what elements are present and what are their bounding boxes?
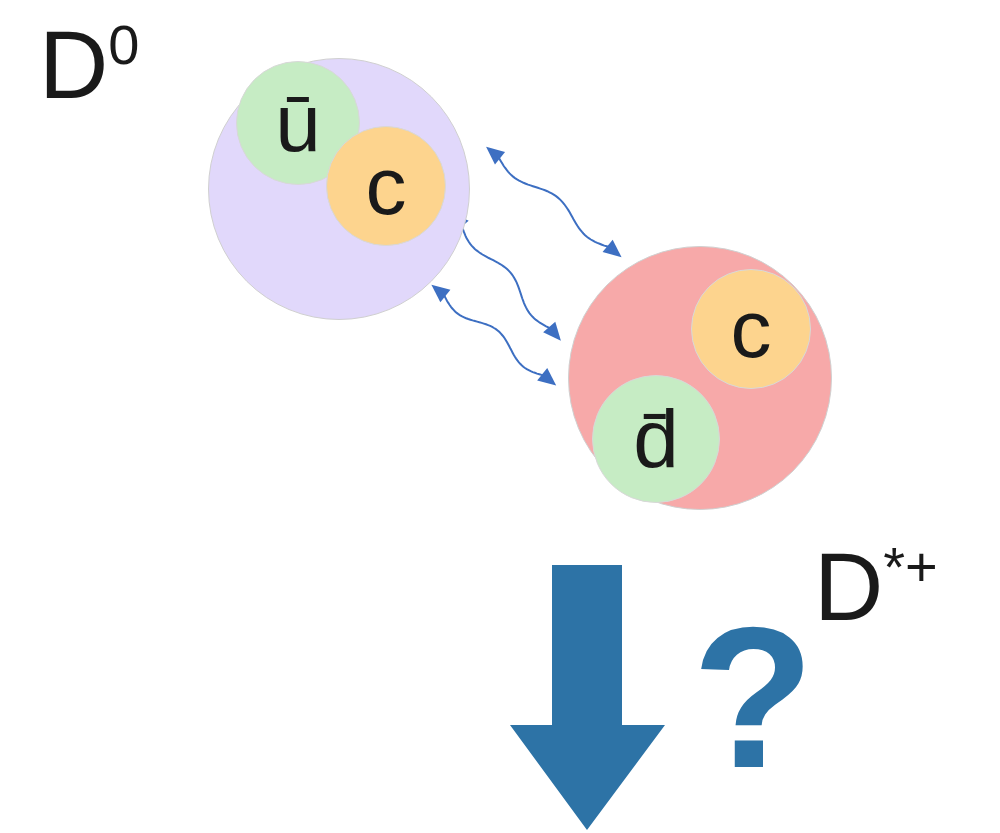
question-mark: ? [692, 598, 814, 798]
arrowhead [543, 322, 561, 341]
meson-circle: D0ūc [208, 58, 470, 320]
particle-charge: *+ [883, 535, 938, 598]
quark-circle: c [691, 269, 811, 389]
wavy-arrow [451, 212, 561, 341]
particle-name: D0 [39, 17, 139, 113]
quark-label: c [731, 288, 772, 370]
arrowhead [431, 285, 450, 303]
arrowhead [603, 240, 622, 258]
down-arrow [510, 565, 665, 830]
meson-circle: D*+cd̄ [568, 246, 832, 510]
quark-circle: d̄ [592, 375, 720, 503]
quark-circle: c [326, 126, 446, 246]
wavy-arrow [486, 147, 621, 257]
particle-charge: 0 [108, 13, 139, 76]
arrowhead [537, 368, 556, 386]
particle-name: D*+ [814, 539, 938, 635]
wave-line [444, 295, 544, 376]
arrowhead [486, 147, 505, 165]
wave-line [499, 157, 610, 247]
wave-line [461, 224, 550, 328]
particle-symbol: D [814, 533, 883, 640]
quark-label: d̄ [633, 398, 679, 480]
wavy-arrow [431, 285, 556, 386]
quark-label: c [366, 145, 407, 227]
quark-label: ū [275, 82, 321, 164]
particle-symbol: D [39, 11, 108, 118]
